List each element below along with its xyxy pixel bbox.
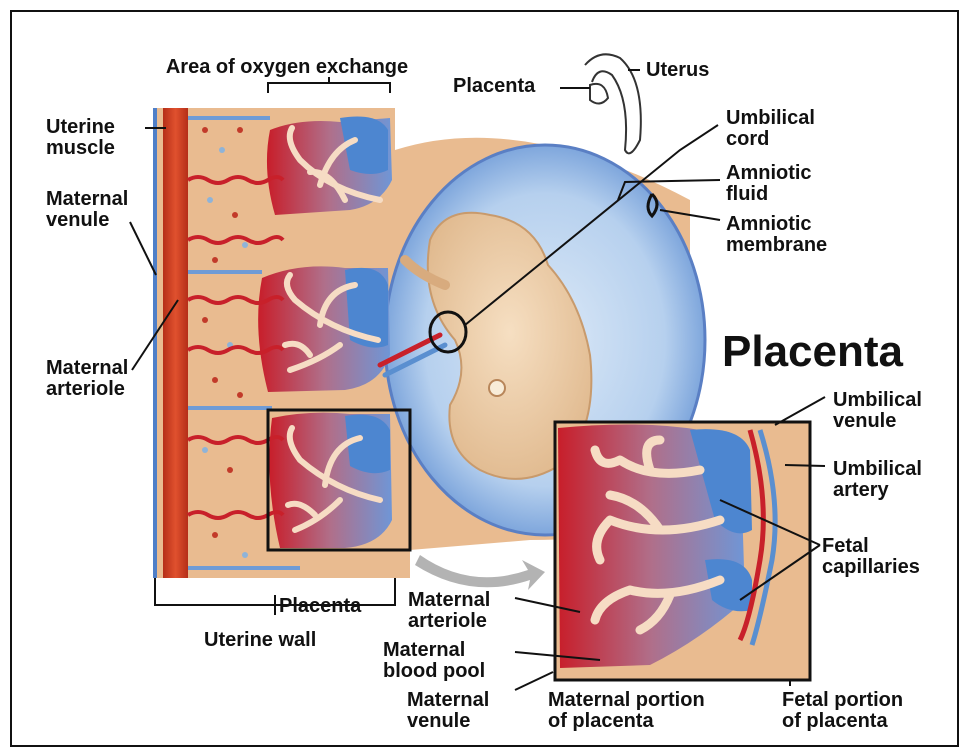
label-placenta-bottom: Placenta xyxy=(279,596,361,617)
label-amniotic-fluid: Amniotic fluid xyxy=(726,163,812,205)
label-uterine-muscle: Uterine muscle xyxy=(46,117,115,159)
label-amniotic-membrane: Amniotic membrane xyxy=(726,214,827,256)
label-maternal-venule-inset: Maternal venule xyxy=(407,690,489,732)
label-maternal-portion: Maternal portion of placenta xyxy=(548,690,705,732)
label-uterus: Uterus xyxy=(646,60,709,81)
label-umbilical-venule: Umbilical venule xyxy=(833,390,922,432)
figure-title: Placenta xyxy=(722,328,903,376)
label-maternal-arteriole-left: Maternal arteriole xyxy=(46,358,128,400)
label-uterine-wall: Uterine wall xyxy=(204,630,316,651)
label-placenta-top: Placenta xyxy=(453,76,535,97)
label-umbilical-artery: Umbilical artery xyxy=(833,459,922,501)
label-maternal-venule-left: Maternal venule xyxy=(46,189,128,231)
zoom-arrow xyxy=(415,555,545,590)
label-maternal-blood-pool: Maternal blood pool xyxy=(383,640,485,682)
label-maternal-arteriole-inset: Maternal arteriole xyxy=(408,590,490,632)
label-umbilical-cord: Umbilical cord xyxy=(726,108,815,150)
label-area-oxygen-exchange: Area of oxygen exchange xyxy=(132,57,442,78)
inset-enlargement xyxy=(555,422,810,680)
label-fetal-capillaries: Fetal capillaries xyxy=(822,536,920,578)
label-fetal-portion: Fetal portion of placenta xyxy=(782,690,903,732)
